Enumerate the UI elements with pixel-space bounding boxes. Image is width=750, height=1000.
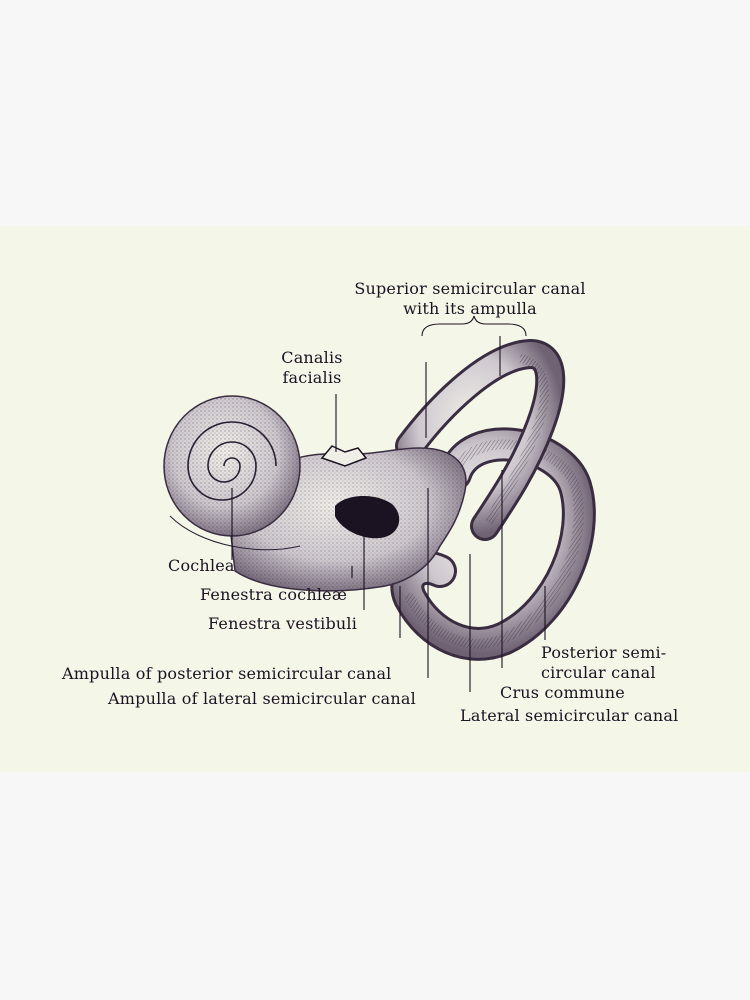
label-cochlea: Cochlea	[168, 556, 235, 575]
label-fenestra-cochleae: Fenestra cochleæ	[200, 585, 348, 604]
label-superior-line2: with its ampulla	[403, 299, 537, 318]
label-posterior-line1: Posterior semi-	[541, 643, 667, 662]
label-ampulla-posterior: Ampulla of posterior semicircular canal	[62, 664, 392, 683]
vestibule-body	[229, 445, 467, 592]
label-ampulla-lateral: Ampulla of lateral semicircular canal	[108, 689, 416, 708]
superior-canal-arch	[395, 338, 566, 541]
label-superior-line1: Superior semicircular canal	[354, 279, 586, 298]
label-fenestra-vestibuli: Fenestra vestibuli	[208, 614, 358, 633]
cochlea-shell	[163, 395, 301, 551]
leader-lines	[231, 315, 546, 692]
label-canalis-line1: Canalis	[281, 348, 343, 367]
label-canalis-line2: facialis	[282, 368, 342, 387]
inner-ear-illustration	[163, 315, 596, 692]
label-crus-commune: Crus commune	[500, 683, 625, 702]
label-posterior-line2: circular canal	[541, 663, 656, 682]
label-lateral-canal: Lateral semicircular canal	[460, 706, 679, 725]
